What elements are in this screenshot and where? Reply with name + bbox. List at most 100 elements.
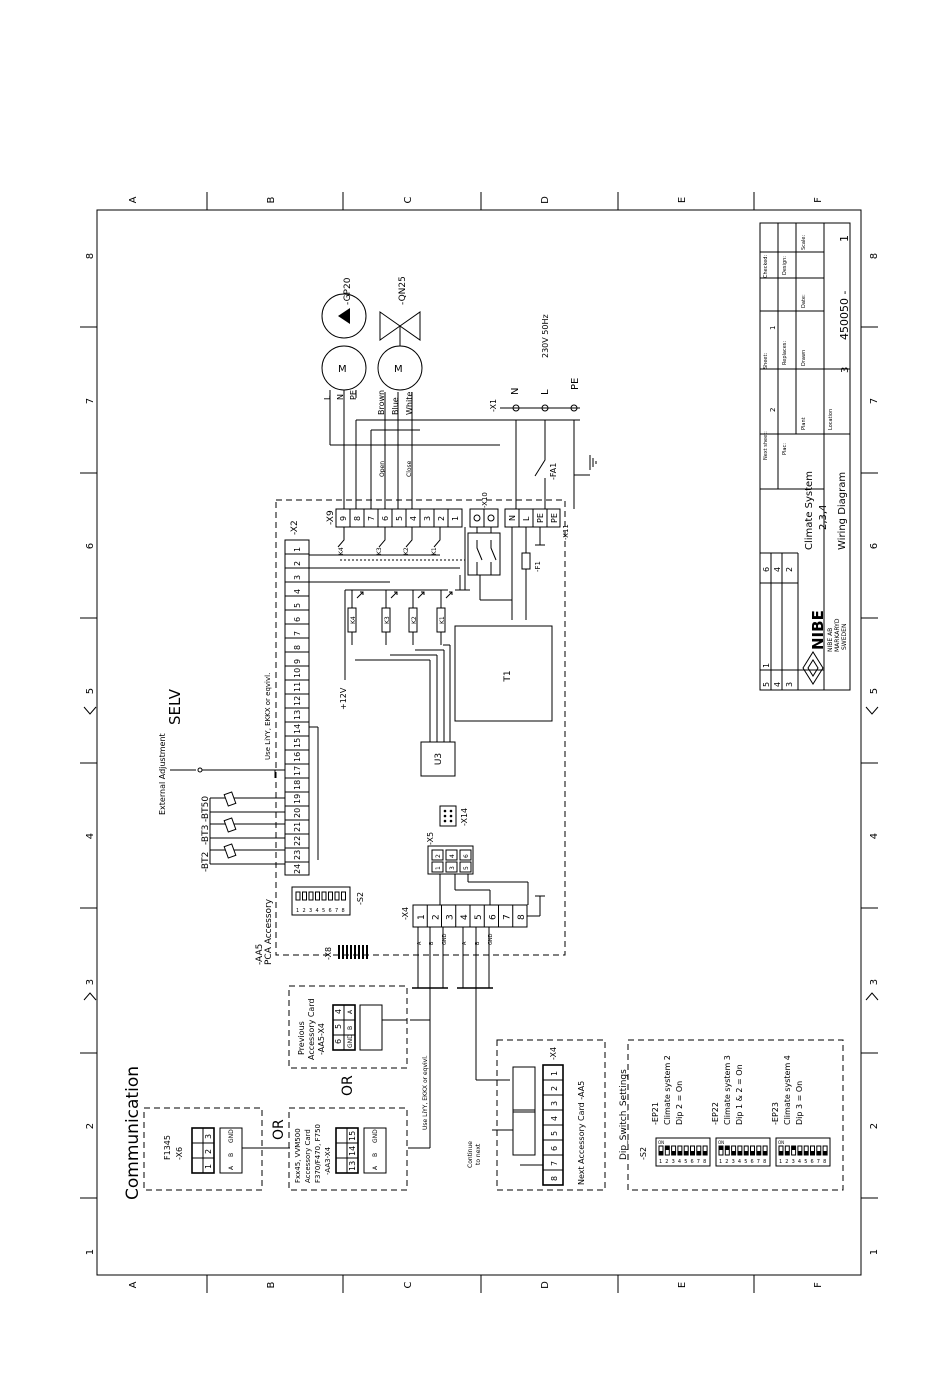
ext-adjust-label: External Adjustment — [158, 733, 167, 815]
dip-lever-knob — [703, 1151, 708, 1155]
next-terminal: 7 — [550, 1161, 559, 1166]
dip-on-label: ON — [658, 1140, 664, 1145]
prev-title3: -AA5-X4 — [317, 1023, 326, 1055]
tb-next-sheet: Next sheet: — [763, 431, 769, 460]
dip-number: 7 — [335, 908, 338, 914]
relay-led-arrow — [417, 591, 425, 599]
valve-wire-blue: Blue — [391, 397, 400, 415]
align-mark-left-3 — [83, 992, 97, 1001]
x4-terminal: 6 — [488, 914, 498, 920]
dip-number: 6 — [691, 1159, 694, 1165]
relay-led-arrow — [445, 591, 453, 599]
t1-label: T1 — [503, 670, 513, 682]
x4-bus-label: GND — [442, 933, 448, 945]
pe-label: PE — [570, 378, 581, 390]
row-label: 7 — [85, 398, 96, 404]
col-label: B — [266, 1281, 277, 1288]
fxx-line2: Accessory Card — [304, 1129, 312, 1183]
x8-label: -X8 — [324, 947, 333, 960]
row-label: 4 — [85, 833, 96, 839]
dip-lever — [328, 891, 333, 901]
fxx45-block: Fxx45, VVM500 Accessory Card F370/F470, … — [288, 1107, 408, 1191]
rev-6: 6 — [762, 567, 771, 572]
x4-terminal: 8 — [517, 914, 527, 920]
x9-terminal: 1 — [451, 516, 460, 521]
tb-docno2: 1 — [838, 235, 851, 242]
pump-wire-pe: PE — [349, 390, 358, 400]
x2-terminal: 9 — [293, 659, 302, 664]
dip-number: 8 — [703, 1159, 706, 1165]
tb-loc-val: 3 — [840, 367, 851, 373]
x4-terminal: 3 — [446, 914, 456, 920]
tb-plac: Plac: — [782, 443, 788, 455]
rev-4: 4 — [773, 682, 782, 687]
fxx-label: A — [372, 1165, 379, 1170]
dip-lever — [334, 891, 340, 901]
col-label: F — [813, 1282, 824, 1288]
motor-wires: Open Close L N PE Brown Blue White — [323, 390, 500, 509]
tb-scale: Scale: — [801, 235, 807, 250]
x5-label: -X5 — [426, 832, 435, 845]
prev-term: 6 — [334, 1039, 343, 1044]
dip-number: 8 — [763, 1159, 766, 1165]
x2-terminal: 20 — [293, 808, 302, 818]
dip-group-line1: Climate system 2 — [663, 1055, 672, 1125]
x10-label: -X10 — [481, 492, 489, 508]
tb-date: Date: — [801, 294, 807, 308]
fxx-term: 14 — [348, 1146, 357, 1156]
valve-qn25: M -QN25 — [377, 276, 423, 391]
valve-motor-label: M — [394, 364, 403, 375]
column-letters: A B C D E F A B C D E F — [128, 196, 824, 1289]
dip-lever — [315, 891, 320, 901]
dip-group-line1: Climate system 3 — [723, 1055, 732, 1125]
relay-led-arrow — [390, 591, 398, 599]
communication-title: Communication — [123, 1066, 143, 1200]
tb-sheet-val: 1 — [769, 326, 777, 330]
tb-sheet: Sheet: — [763, 353, 769, 369]
x14-label: -X14 — [460, 808, 469, 826]
dip-lever-knob — [823, 1151, 828, 1155]
x2-label: -X2 — [290, 520, 300, 535]
aa5-label: -AA5 — [255, 944, 265, 965]
x2-terminal: 15 — [293, 738, 302, 748]
term-n: N — [508, 515, 517, 521]
dip-number: 7 — [817, 1159, 820, 1165]
dip-number: 5 — [684, 1159, 687, 1165]
dip-lever-knob — [665, 1146, 670, 1150]
u3-label: U3 — [434, 753, 444, 765]
connector-x14: -X14 — [439, 805, 469, 827]
col-label: E — [677, 1282, 688, 1288]
f1345-term: 2 — [204, 1149, 213, 1154]
dip-lever-knob — [677, 1151, 682, 1155]
f1-label: -F1 — [534, 561, 542, 572]
row-label: 2 — [869, 1123, 880, 1129]
s2-board-label: -S2 — [356, 892, 365, 905]
x2-terminal: 22 — [293, 836, 302, 846]
row-label: 8 — [85, 253, 96, 259]
x2-terminal: 6 — [293, 617, 302, 622]
relay-led-arrow — [356, 591, 364, 599]
x5-pin-number: 2 — [435, 854, 442, 858]
tb-design: Design: — [782, 256, 788, 275]
fxx-term: 15 — [348, 1131, 357, 1141]
x9-label: -X9 — [326, 510, 336, 525]
col-label: C — [403, 1281, 414, 1288]
dip-number: 1 — [719, 1159, 722, 1165]
continue-label: to next — [475, 1143, 482, 1165]
col-label: E — [677, 197, 688, 203]
f1345-title: F1345 — [163, 1135, 172, 1160]
open-label: Open — [379, 461, 386, 477]
x4-terminal: 5 — [474, 914, 484, 920]
x2-terminal: 8 — [293, 645, 302, 650]
x5-pin-number: 6 — [463, 854, 470, 858]
rev-2b: 2 — [785, 567, 794, 572]
power-supply: 230V 50Hz -X1 N L PE -FA1 — [489, 314, 597, 509]
dip-on-label: ON — [718, 1140, 724, 1145]
dip-lever-knob — [763, 1151, 768, 1155]
dip-s2: -S2 — [639, 1147, 648, 1160]
relay-coil-label: K2 — [411, 616, 418, 624]
title-line3: Wiring Diagram — [837, 472, 848, 550]
